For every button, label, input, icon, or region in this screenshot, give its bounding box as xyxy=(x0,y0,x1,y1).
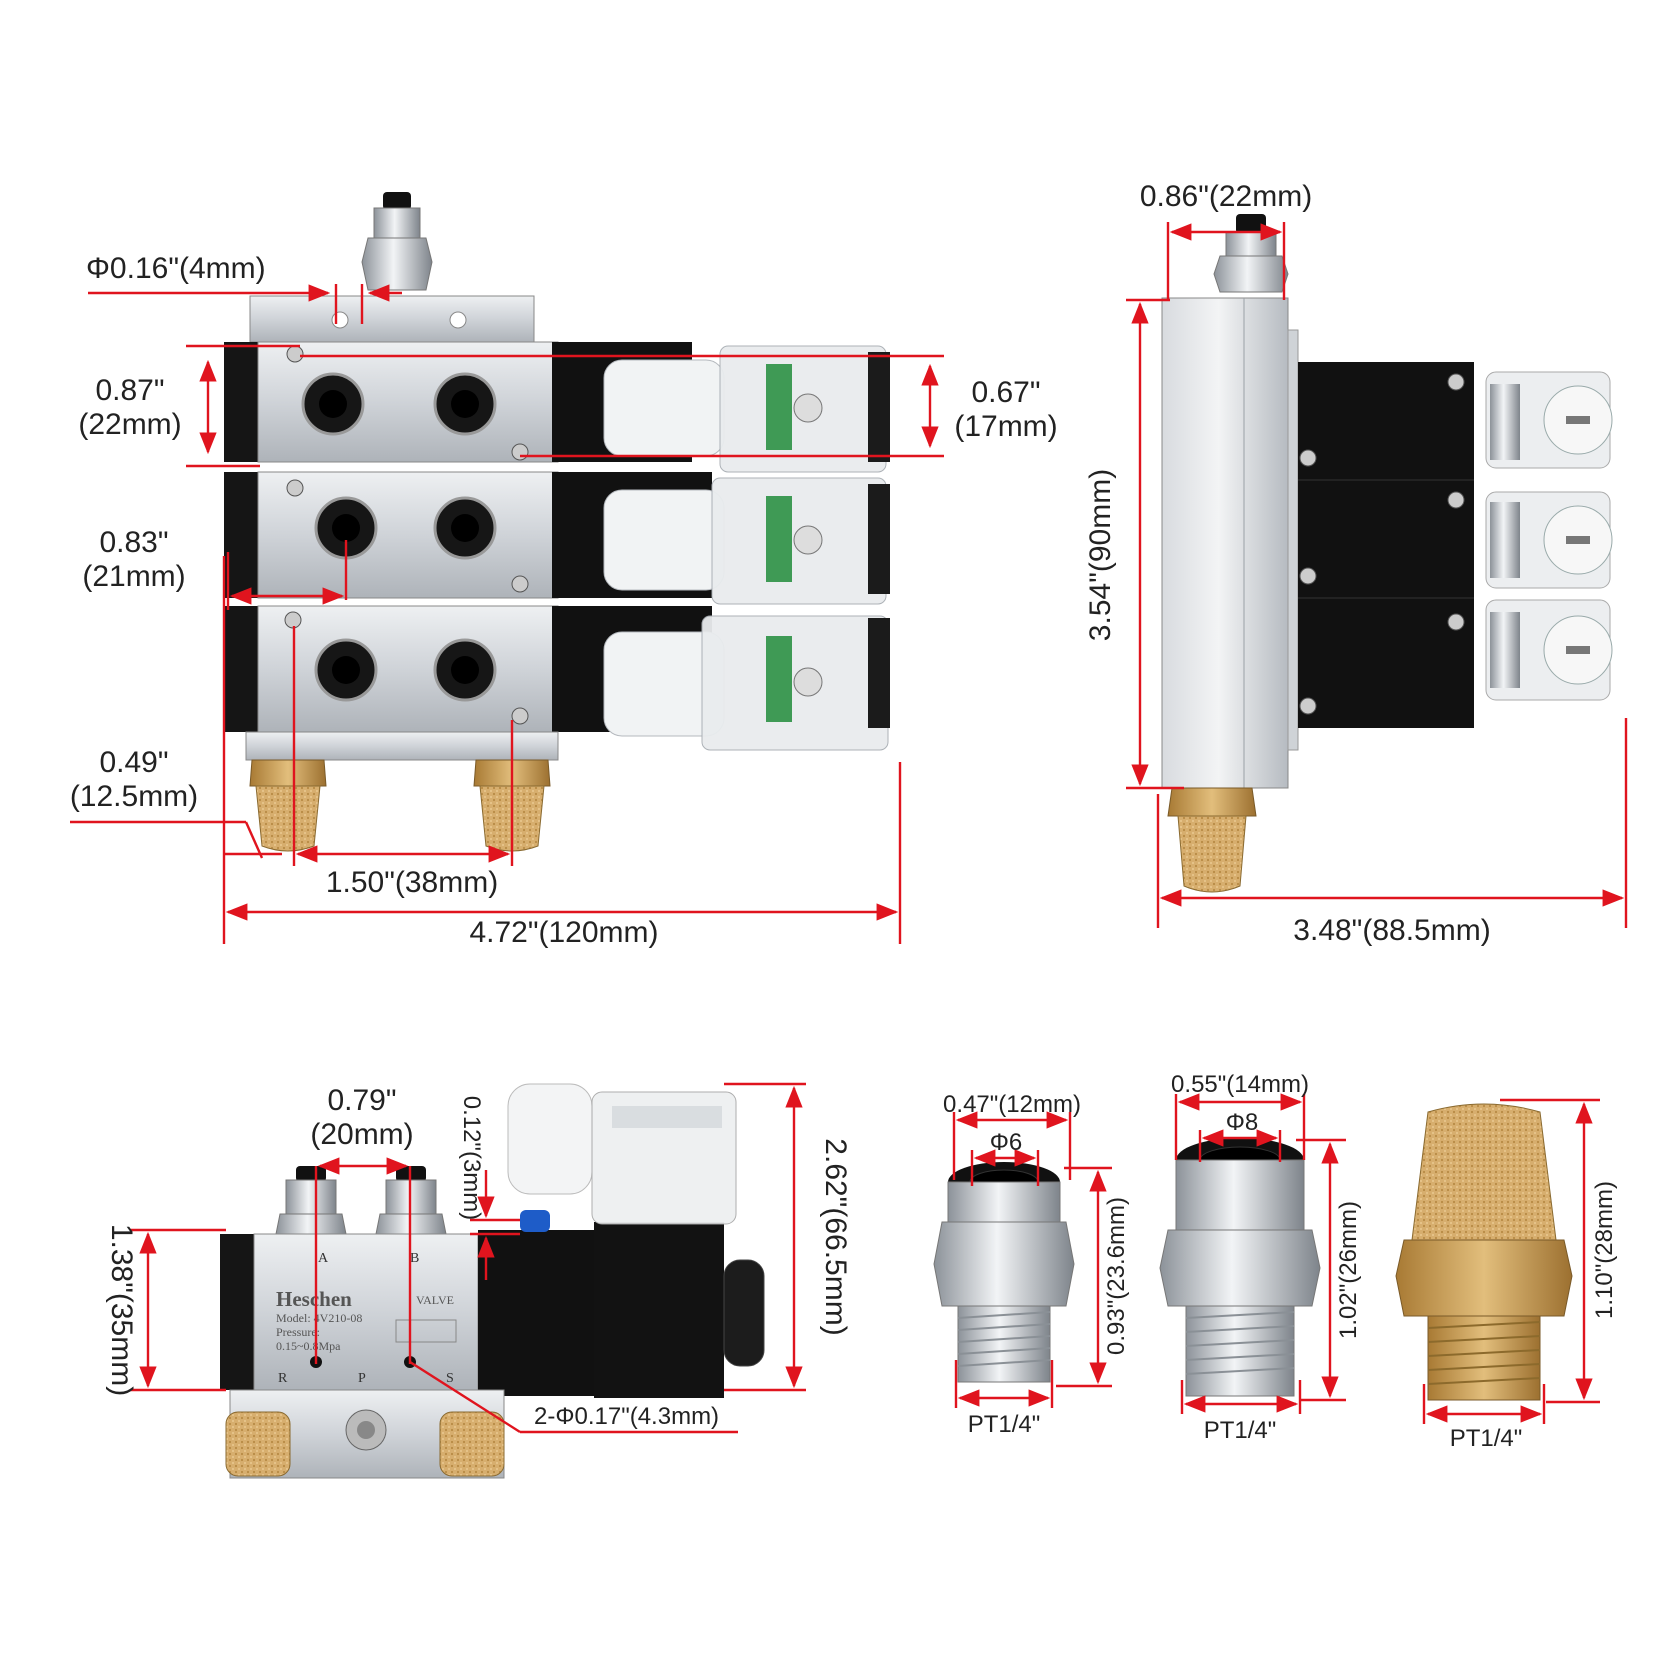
model-label: Model: 4V210-08 xyxy=(276,1311,362,1325)
port-diameter-label: Φ0.16"(4mm) xyxy=(86,252,266,285)
pressure-title: Pressure: xyxy=(276,1325,320,1339)
side-manifold-body xyxy=(1161,297,1289,789)
brand-label: Heschen xyxy=(276,1287,352,1311)
fitting-8mm-inner-label: Φ8 xyxy=(1226,1109,1259,1136)
side-depth-label: 3.48"(88.5mm) xyxy=(1293,914,1490,947)
fitting-6mm-view: 0.47"(12mm) Φ6 0.93"(23.6mm) PT1/4" xyxy=(933,1091,1130,1438)
fitting-6mm-inner-label: Φ6 xyxy=(990,1129,1023,1156)
side-connectors xyxy=(1485,371,1613,701)
body-height-label: 1.38"(35mm) xyxy=(105,1224,138,1396)
valve-row-2 xyxy=(224,471,890,605)
fitting-8mm-outer-label: 0.55"(14mm) xyxy=(1171,1071,1309,1098)
fitting-8mm-thread-label: PT1/4" xyxy=(1204,1417,1277,1444)
fitting-6mm-dimension-lines xyxy=(952,1111,1112,1408)
port-spacing-mm-label: (20mm) xyxy=(310,1118,413,1151)
muffler-height-label: 1.10"(28mm) xyxy=(1591,1181,1618,1319)
port-offset-mm-label: (21mm) xyxy=(82,560,185,593)
side-view: 0.86"(22mm) 3.54"(90mm) 3.48"(88.5mm) xyxy=(1084,180,1628,947)
valve-row-1 xyxy=(224,341,890,473)
pressure-value: 0.15~0.8Mpa xyxy=(276,1339,341,1353)
fitting-6mm-thread-label: PT1/4" xyxy=(968,1411,1041,1438)
port-spacing-in-label: 0.79" xyxy=(327,1084,396,1117)
port-p-label: P xyxy=(358,1371,366,1386)
valve-word: VALVE xyxy=(416,1293,454,1307)
single-valve-view: Heschen VALVE Model: 4V210-08 Pressure: … xyxy=(105,1082,852,1479)
fitting-6mm-outer-label: 0.47"(12mm) xyxy=(943,1091,1081,1118)
muffler-offset-in-label: 0.49" xyxy=(99,746,168,779)
fitting-8mm-view: 0.55"(14mm) Φ8 1.02"(26mm) PT1/4" xyxy=(1159,1071,1362,1444)
port-a-label: A xyxy=(318,1251,329,1266)
side-height-label: 3.54"(90mm) xyxy=(1084,469,1117,641)
port-r-label: R xyxy=(278,1371,288,1386)
total-length-label: 4.72"(120mm) xyxy=(469,916,658,949)
side-muffler xyxy=(1167,787,1257,893)
valve-top-fittings xyxy=(275,1166,447,1235)
overall-height-label: 2.62"(66.5mm) xyxy=(819,1138,852,1335)
side-valve-stack xyxy=(1298,362,1474,728)
valve-connector xyxy=(507,1083,737,1225)
fitting-8mm-height-label: 1.02"(26mm) xyxy=(1335,1201,1362,1339)
fitting-6mm-height-label: 0.93"(23.6mm) xyxy=(1103,1197,1130,1355)
muffler-view: 1.10"(28mm) PT1/4" xyxy=(1395,1098,1618,1452)
manifold-top-plate xyxy=(249,295,535,343)
coil-height-in-label: 0.67" xyxy=(971,376,1040,409)
gap-label: 0.12"(3mm) xyxy=(458,1096,485,1221)
top-push-fitting xyxy=(361,192,433,291)
muffler-thread-label: PT1/4" xyxy=(1450,1425,1523,1452)
manifold-base-plate xyxy=(245,731,559,761)
port-b-label: B xyxy=(410,1251,419,1266)
valve-body xyxy=(253,1233,479,1391)
row-height-mm-label: (22mm) xyxy=(78,408,181,441)
valve-coil xyxy=(478,1230,594,1396)
fitting-8mm-dimension-lines xyxy=(1174,1093,1346,1414)
front-dimension-lines xyxy=(70,284,944,944)
muffler-dimension-lines xyxy=(1422,1098,1600,1424)
valve-mufflers xyxy=(225,1411,505,1477)
coil-height-mm-label: (17mm) xyxy=(954,410,1057,443)
muffler-spacing-label: 1.50"(38mm) xyxy=(326,866,498,899)
front-view: Φ0.16"(4mm) 0.87" (22mm) 0.67" (17mm) 0.… xyxy=(70,192,1058,949)
port-s-label: S xyxy=(446,1371,454,1386)
port-offset-in-label: 0.83" xyxy=(99,526,168,559)
side-dimension-lines xyxy=(1126,222,1628,928)
fitting-width-label: 0.86"(22mm) xyxy=(1140,180,1312,213)
muffler-offset-mm-label: (12.5mm) xyxy=(70,780,198,813)
mount-holes-label: 2-Φ0.17"(4.3mm) xyxy=(534,1403,719,1430)
valve-row-3 xyxy=(224,605,890,751)
muffler-sintered-head xyxy=(1411,1103,1557,1241)
side-top-fitting xyxy=(1213,214,1289,293)
single-valve-dimension-lines xyxy=(130,1082,806,1434)
row-height-in-label: 0.87" xyxy=(95,374,164,407)
front-muffler-left xyxy=(249,759,327,852)
